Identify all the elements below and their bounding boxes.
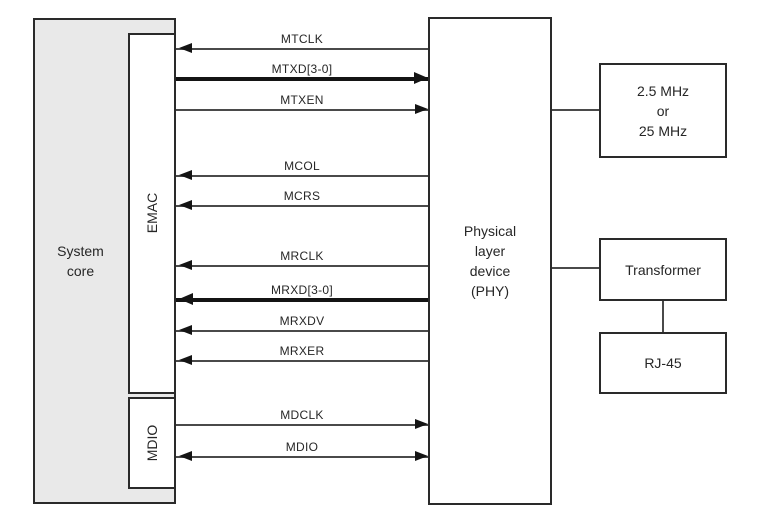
arrowhead-right-icon (414, 72, 428, 84)
signal-line (176, 48, 428, 50)
clock-box: 2.5 MHz or 25 MHz (599, 63, 727, 158)
mdio-label: MDIO (144, 424, 160, 462)
phy-label-line1: Physical (463, 223, 517, 239)
signal-line (176, 424, 428, 426)
phy-label-line2: layer (474, 243, 506, 259)
signal-label: MRXER (279, 344, 325, 358)
signal-line (176, 298, 428, 302)
clock-label-line1: 2.5 MHz (636, 82, 690, 99)
arrowhead-left-icon (179, 200, 192, 210)
signal-label: MCOL (284, 159, 320, 173)
signal-line (176, 360, 428, 362)
arrowhead-right-icon (415, 451, 428, 461)
signal-label: MRXDV (279, 314, 325, 328)
phy-box: Physical layer device (PHY) (428, 17, 552, 505)
phy-clock-connector (552, 109, 599, 111)
transformer-rj45-connector (662, 301, 664, 332)
emac-label: EMAC (144, 192, 160, 234)
arrowhead-left-icon (179, 43, 192, 53)
emac-block (128, 33, 176, 394)
arrowhead-left-icon (179, 451, 192, 461)
arrowhead-left-icon (179, 355, 192, 365)
signal-label: MTXEN (280, 93, 324, 107)
signal-line (176, 456, 428, 458)
transformer-label: Transformer (625, 261, 701, 278)
signal-label: MCRS (283, 189, 321, 203)
signal-label: MRCLK (280, 249, 324, 263)
phy-label-line3: device (469, 263, 511, 279)
rj45-box: RJ-45 (599, 332, 727, 394)
signal-label: MRXD[3-0] (270, 283, 334, 297)
arrowhead-left-icon (179, 170, 192, 180)
signal-line (176, 205, 428, 207)
signal-line (176, 175, 428, 177)
phy-label-line4: (PHY) (470, 283, 510, 299)
signal-line (176, 330, 428, 332)
signal-label: MTXD[3-0] (271, 62, 333, 76)
system-core-label-line1: System (57, 243, 104, 259)
clock-label-line3: 25 MHz (638, 122, 688, 139)
signal-label: MDCLK (280, 408, 324, 422)
signal-line (176, 77, 428, 81)
mdio-block (128, 397, 176, 489)
arrowhead-left-icon (179, 325, 192, 335)
system-core-label: System core (33, 18, 128, 504)
transformer-box: Transformer (599, 238, 727, 301)
signal-line (176, 265, 428, 267)
rj45-label: RJ-45 (644, 355, 682, 371)
arrowhead-left-icon (179, 293, 193, 305)
system-core-label-line2: core (66, 263, 95, 279)
arrowhead-right-icon (415, 419, 428, 429)
signal-label: MTCLK (280, 32, 324, 46)
signal-line (176, 109, 428, 111)
arrowhead-left-icon (179, 260, 192, 270)
phy-transformer-connector (552, 267, 599, 269)
clock-label-line2: or (656, 102, 670, 119)
arrowhead-right-icon (415, 104, 428, 114)
signal-label: MDIO (285, 440, 319, 454)
